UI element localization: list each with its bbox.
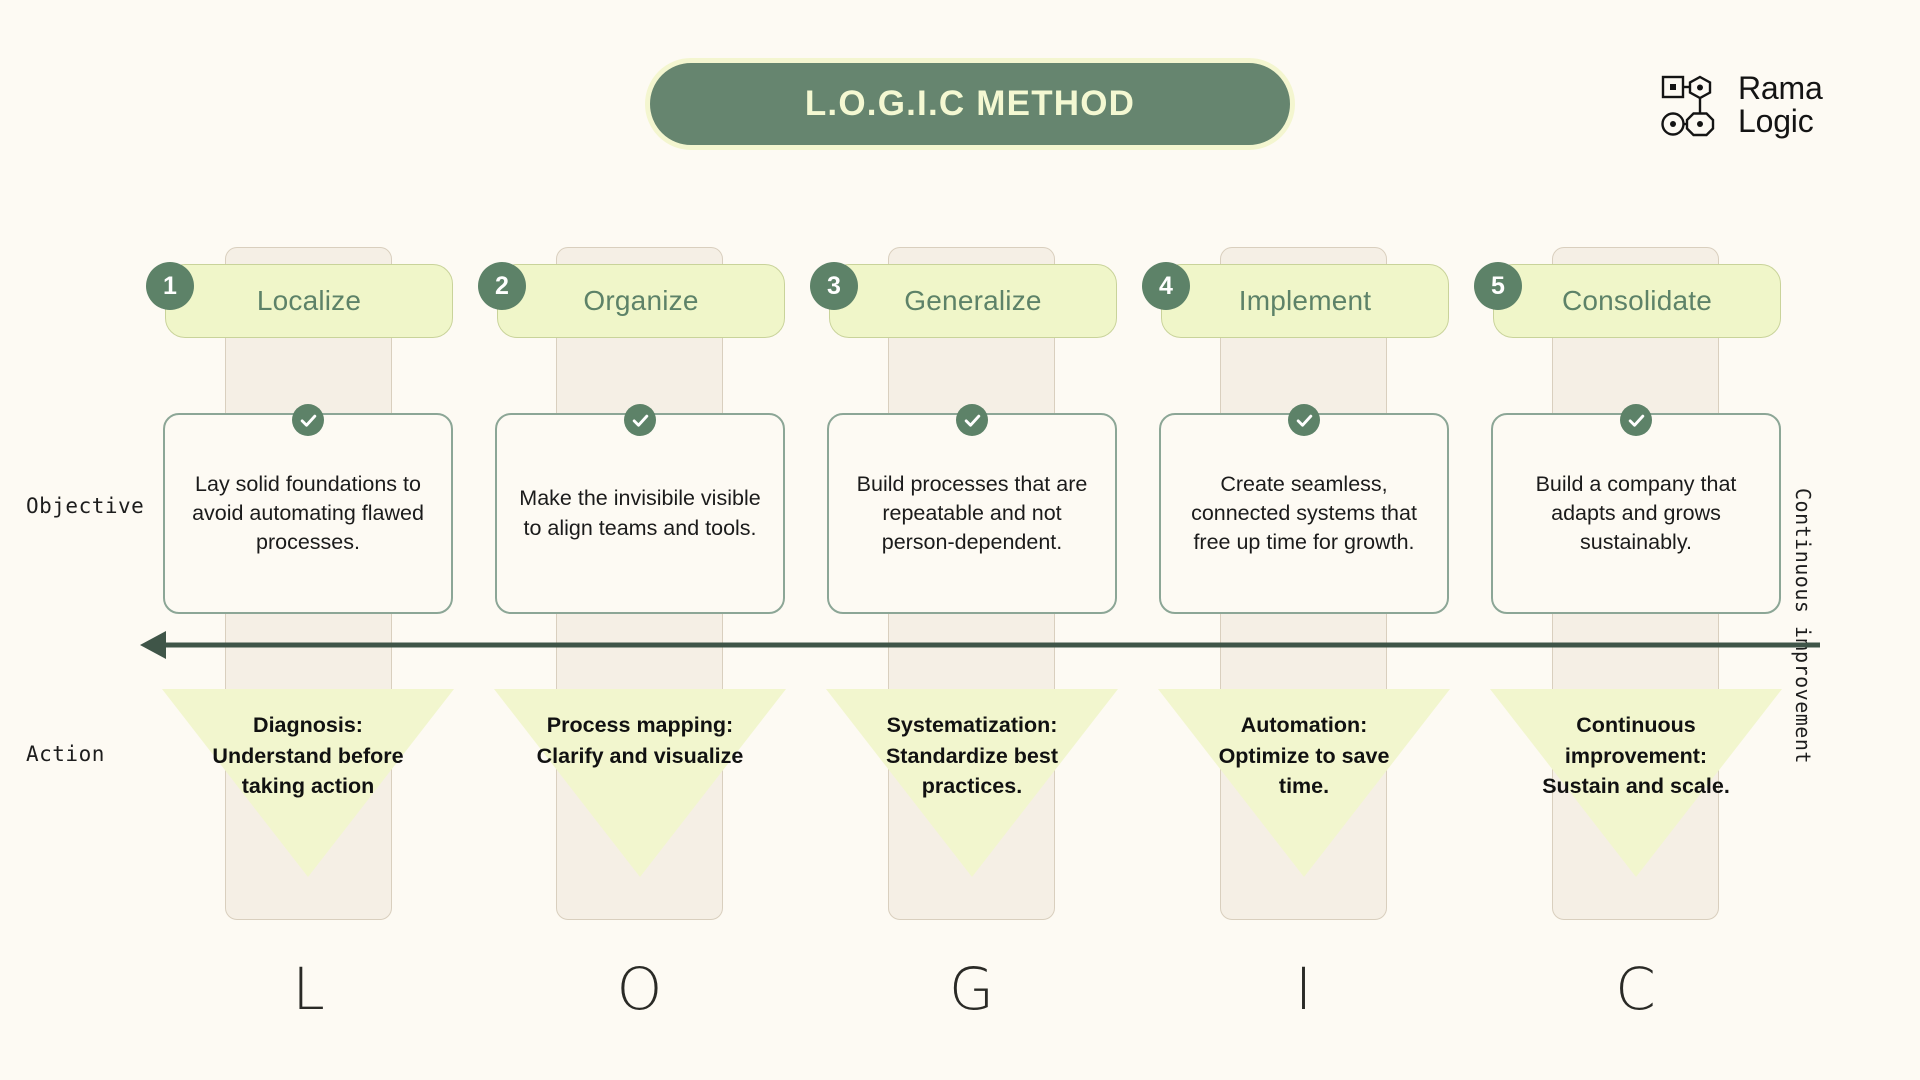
objective-text-3: Build processes that are repeatable and … xyxy=(856,471,1088,555)
method-title-banner: L.O.G.I.C METHOD xyxy=(645,58,1295,150)
step-number-badge-4: 4 xyxy=(1142,262,1190,310)
step-header-5[interactable]: Consolidate xyxy=(1493,264,1781,338)
action-text-1: Diagnosis: Understand before taking acti… xyxy=(212,713,404,799)
action-funnel-1 xyxy=(162,689,454,877)
acronym-letter-5: C xyxy=(1615,955,1656,1023)
check-circle-icon-5 xyxy=(1620,404,1652,436)
step-number-3: 3 xyxy=(827,271,841,300)
page-title: L.O.G.I.C METHOD xyxy=(804,84,1136,123)
logo-wordmark: Rama Logic xyxy=(1738,70,1823,140)
continuous-improvement-arrow xyxy=(140,628,1820,662)
action-funnel-5 xyxy=(1490,689,1782,877)
step-number-badge-3: 3 xyxy=(810,262,858,310)
objective-card-2: Make the invisibile visible to align tea… xyxy=(495,413,785,614)
objective-text-5: Build a company that adapts and grows su… xyxy=(1535,471,1737,555)
step-title-4: Implement xyxy=(1238,285,1372,316)
check-circle-icon-2 xyxy=(624,404,656,436)
step-title-5: Consolidate xyxy=(1561,285,1713,316)
step-number-badge-1: 1 xyxy=(146,262,194,310)
action-text-2: Process mapping: Clarify and visualize xyxy=(536,713,744,768)
objective-card-4: Create seamless, connected systems that … xyxy=(1159,413,1449,614)
step-number-badge-5: 5 xyxy=(1474,262,1522,310)
step-number-2: 2 xyxy=(495,271,509,300)
objective-card-5: Build a company that adapts and grows su… xyxy=(1491,413,1781,614)
action-text-3: Systematization: Standardize best practi… xyxy=(885,713,1059,799)
step-number-4: 4 xyxy=(1159,271,1173,300)
step-number-5: 5 xyxy=(1491,271,1505,300)
step-number-badge-2: 2 xyxy=(478,262,526,310)
step-header-2[interactable]: Organize xyxy=(497,264,785,338)
logo-line-1: Rama xyxy=(1738,70,1823,106)
objective-text-2: Make the invisibile visible to align tea… xyxy=(519,486,761,540)
step-header-3[interactable]: Generalize xyxy=(829,264,1117,338)
step-title-3: Generalize xyxy=(904,285,1042,316)
step-header-1[interactable]: Localize xyxy=(165,264,453,338)
acronym-letter-2: O xyxy=(616,955,663,1023)
objective-card-3: Build processes that are repeatable and … xyxy=(827,413,1117,614)
step-header-4[interactable]: Implement xyxy=(1161,264,1449,338)
action-text-4: Automation: Optimize to save time. xyxy=(1218,713,1390,799)
axis-label-objective: Objective xyxy=(26,494,145,518)
check-circle-icon-1 xyxy=(292,404,324,436)
acronym-letter-1: L xyxy=(292,955,325,1023)
step-title-2: Organize xyxy=(583,285,699,316)
objective-card-1: Lay solid foundations to avoid automatin… xyxy=(163,413,453,614)
brand-logo: Rama Logic xyxy=(1660,70,1823,140)
step-title-1: Localize xyxy=(256,285,362,316)
objective-text-4: Create seamless, connected systems that … xyxy=(1191,471,1417,555)
step-number-1: 1 xyxy=(163,271,177,300)
axis-label-continuous-improvement: Continuous improvement xyxy=(1791,488,1815,764)
check-circle-icon-4 xyxy=(1288,404,1320,436)
axis-label-action: Action xyxy=(26,742,105,766)
acronym-letter-4: I xyxy=(1294,955,1313,1023)
node-network-icon xyxy=(1660,72,1726,138)
acronym-letter-3: G xyxy=(949,955,994,1023)
action-funnel-3 xyxy=(826,689,1118,877)
logo-line-2: Logic xyxy=(1738,103,1814,140)
action-text-5: Continuous improvement: Sustain and scal… xyxy=(1542,713,1730,799)
action-funnel-2 xyxy=(494,689,786,877)
action-funnel-4 xyxy=(1158,689,1450,877)
objective-text-1: Lay solid foundations to avoid automatin… xyxy=(192,471,424,555)
check-circle-icon-3 xyxy=(956,404,988,436)
